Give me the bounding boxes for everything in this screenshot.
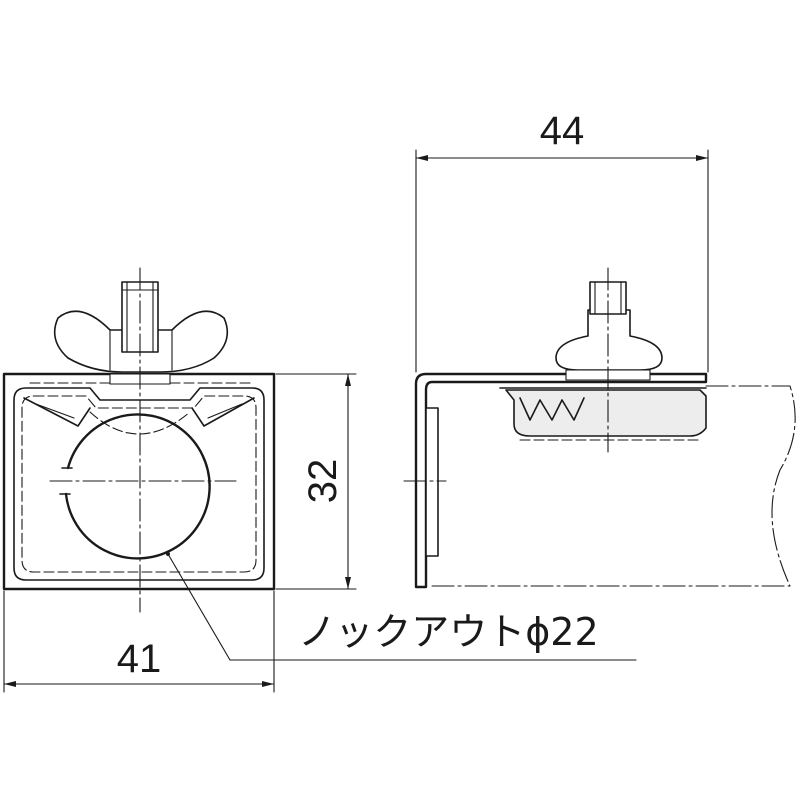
mounting-surface-phantom — [431, 385, 796, 587]
front-left-claw — [23, 397, 91, 427]
side-view — [403, 267, 796, 589]
side-clamp-teeth — [519, 397, 585, 421]
side-bracket-flange — [425, 407, 439, 557]
dim-width-label: 41 — [117, 637, 162, 681]
dim-depth-label: 44 — [540, 109, 585, 153]
front-hidden-arc — [89, 411, 191, 435]
dim-height-label: 32 — [301, 459, 345, 504]
knockout-note: ノックアウトϕ22 — [298, 610, 599, 654]
front-right-claw-inner — [207, 403, 243, 419]
knockout-circle — [64, 413, 211, 560]
front-inner-frame — [13, 387, 265, 581]
side-clamp-plate — [505, 389, 707, 437]
front-right-claw — [191, 397, 255, 427]
side-bracket — [414, 372, 708, 589]
dimension-width: 41 — [3, 590, 275, 693]
front-view — [2, 267, 276, 613]
dimension-depth: 44 — [415, 109, 709, 373]
side-wing-nut-icon — [555, 309, 663, 381]
dimension-height: 32 — [275, 373, 357, 590]
knockout-leader: ノックアウトϕ22 — [166, 552, 637, 661]
front-hidden-frame — [21, 395, 257, 573]
front-left-claw-inner — [35, 403, 75, 419]
